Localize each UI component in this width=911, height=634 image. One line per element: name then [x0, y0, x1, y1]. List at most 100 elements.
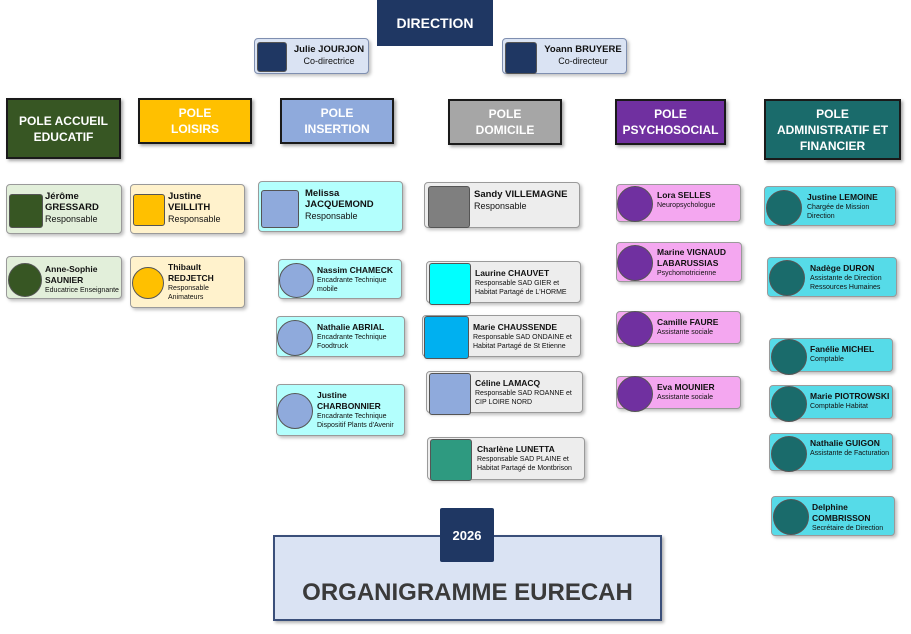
staff-role: Assistante sociale	[657, 394, 714, 401]
avatar	[424, 316, 469, 359]
staff-card-psychosocial-2: Camille FAURE Assistante sociale	[616, 311, 741, 347]
direction-card-julie: Julie JOURJON Co-directrice	[254, 38, 369, 74]
staff-name: Laurine CHAUVET	[475, 268, 550, 278]
staff-name: Justine LEMOINE	[807, 192, 878, 202]
staff-role: Responsable SAD PLAINE et Habitat Partag…	[477, 456, 572, 472]
avatar	[771, 386, 807, 422]
staff-name: Eva MOUNIER	[657, 382, 715, 392]
avatar	[429, 373, 471, 415]
pole-loisirs: POLE LOISIRS	[138, 98, 252, 144]
staff-role: Comptable Habitat	[810, 403, 868, 410]
staff-card-administratif-0: Justine LEMOINE Chargée de Mission Direc…	[764, 186, 896, 226]
avatar	[279, 263, 314, 298]
staff-name: Justine CHARBONNIER	[317, 390, 381, 411]
staff-card-insertion-2: Nathalie ABRIAL Encadrante Technique Foo…	[276, 316, 405, 357]
staff-role: Responsable SAD GIER et Habitat Partagé …	[475, 280, 567, 296]
pole-label: POLE INSERTION	[304, 106, 370, 136]
staff-name: Nathalie GUIGON	[810, 438, 880, 448]
staff-name: Camille FAURE	[657, 317, 719, 327]
staff-name: Thibault REDJETCH	[168, 262, 214, 283]
direction-title: DIRECTION	[377, 0, 493, 46]
pole-label: POLE LOISIRS	[170, 106, 219, 136]
staff-name: Nadège DURON	[810, 263, 875, 273]
staff-card-loisirs-1: Thibault REDJETCH Responsable Animateurs	[130, 256, 245, 308]
staff-card-psychosocial-1: Marine VIGNAUD LABARUSSIAS Psychomotrici…	[616, 242, 742, 282]
staff-card-insertion-1: Nassim CHAMECK Encadrante Technique mobi…	[278, 259, 402, 299]
staff-card-domicile-0: Sandy VILLEMAGNE Responsable	[424, 182, 580, 228]
staff-name: Marine VIGNAUD LABARUSSIAS	[657, 247, 726, 268]
staff-card-domicile-3: Céline LAMACQ Responsable SAD ROANNE et …	[426, 371, 583, 415]
avatar	[617, 376, 653, 412]
direction-card-yoann: Yoann BRUYERE Co-directeur	[502, 38, 627, 74]
staff-card-domicile-2: Marie CHAUSSENDE Responsable SAD ONDAINE…	[422, 315, 581, 359]
staff-name: Lora SELLES	[657, 190, 711, 200]
staff-role: Chargée de Mission Direction	[807, 204, 870, 220]
avatar	[277, 320, 313, 356]
staff-role: Responsable	[45, 214, 98, 224]
staff-name: Nathalie ABRIAL	[317, 322, 385, 332]
staff-card-psychosocial-3: Eva MOUNIER Assistante sociale	[616, 376, 741, 412]
staff-role: Responsable	[474, 201, 527, 211]
staff-card-accueil-0: Jérôme GRESSARD Responsable	[6, 184, 122, 234]
staff-role: Assistante sociale	[657, 329, 714, 336]
staff-name: Marie CHAUSSENDE	[473, 322, 558, 332]
avatar	[8, 263, 42, 297]
avatar	[505, 42, 537, 74]
pole-administratif-financier: POLE ADMINISTRATIF ET FINANCIER	[764, 99, 901, 160]
member-role: Co-directrice	[303, 56, 355, 66]
avatar	[429, 263, 471, 305]
staff-card-domicile-1: Laurine CHAUVET Responsable SAD GIER et …	[426, 261, 581, 305]
staff-role: Encadrante Technique mobile	[317, 277, 387, 293]
avatar	[771, 339, 807, 375]
avatar	[769, 260, 805, 296]
staff-role: Assistante de Facturation	[810, 450, 889, 457]
avatar	[617, 245, 653, 281]
pole-label: POLE DOMICILE	[475, 107, 535, 137]
staff-name: Delphine COMBRISSON	[812, 502, 871, 523]
member-name: Yoann BRUYERE	[544, 44, 622, 55]
staff-role: Responsable SAD ROANNE et CIP LOIRE NORD	[475, 390, 572, 406]
avatar	[617, 186, 653, 222]
staff-role: Secrétaire de Direction	[812, 525, 884, 532]
staff-card-insertion-3: Justine CHARBONNIER Encadrante Technique…	[276, 384, 405, 436]
direction-title-text: DIRECTION	[396, 15, 474, 31]
member-role: Co-directeur	[558, 56, 608, 66]
staff-card-administratif-5: Delphine COMBRISSON Secrétaire de Direct…	[771, 496, 895, 536]
avatar	[261, 190, 299, 228]
staff-card-administratif-3: Marie PIOTROWSKI Comptable Habitat	[769, 385, 893, 422]
staff-name: Fanélie MICHEL	[810, 344, 875, 354]
staff-card-administratif-1: Nadège DURON Assistante de Direction Res…	[767, 257, 897, 297]
staff-name: Melissa JACQUEMOND	[305, 188, 374, 210]
staff-role: Psychomotricienne	[657, 270, 717, 277]
staff-card-insertion-0: Melissa JACQUEMOND Responsable	[258, 181, 403, 232]
staff-role: Educatrice Enseignante	[45, 287, 119, 294]
staff-name: Nassim CHAMECK	[317, 265, 394, 275]
avatar	[277, 393, 313, 429]
staff-card-domicile-4: Charlène LUNETTA Responsable SAD PLAINE …	[427, 437, 585, 481]
staff-role: Encadrante Technique Foodtruck	[317, 334, 387, 350]
staff-card-loisirs-0: Justine VEILLITH Responsable	[130, 184, 245, 234]
pole-label: POLE ACCUEIL EDUCATIF	[19, 113, 108, 144]
staff-role: Responsable Animateurs	[168, 285, 209, 301]
avatar	[430, 439, 472, 481]
avatar	[766, 190, 802, 226]
member-name: Julie JOURJON	[293, 44, 365, 55]
pole-psychosocial: POLE PSYCHOSOCIAL	[615, 99, 726, 145]
staff-card-psychosocial-0: Lora SELLES Neuropsychologue	[616, 184, 741, 222]
pole-accueil-educatif: POLE ACCUEIL EDUCATIF	[6, 98, 121, 159]
staff-name: Jérôme GRESSARD	[45, 191, 99, 213]
staff-name: Justine VEILLITH	[168, 191, 211, 213]
staff-role: Neuropsychologue	[657, 202, 716, 209]
staff-card-administratif-4: Nathalie GUIGON Assistante de Facturatio…	[769, 433, 893, 472]
staff-role: Responsable SAD ONDAINE et Habitat Parta…	[473, 334, 572, 350]
staff-name: Anne-Sophie SAUNIER	[45, 264, 98, 285]
staff-card-accueil-1: Anne-Sophie SAUNIER Educatrice Enseignan…	[6, 256, 122, 299]
pole-label: POLE ADMINISTRATIF ET FINANCIER	[776, 106, 889, 153]
year-text: 2026	[452, 527, 482, 543]
avatar	[132, 267, 164, 299]
avatar	[771, 436, 807, 472]
avatar	[773, 499, 809, 535]
pole-insertion: POLE INSERTION	[280, 98, 394, 144]
avatar	[617, 311, 653, 347]
staff-card-administratif-2: Fanélie MICHEL Comptable	[769, 338, 893, 375]
